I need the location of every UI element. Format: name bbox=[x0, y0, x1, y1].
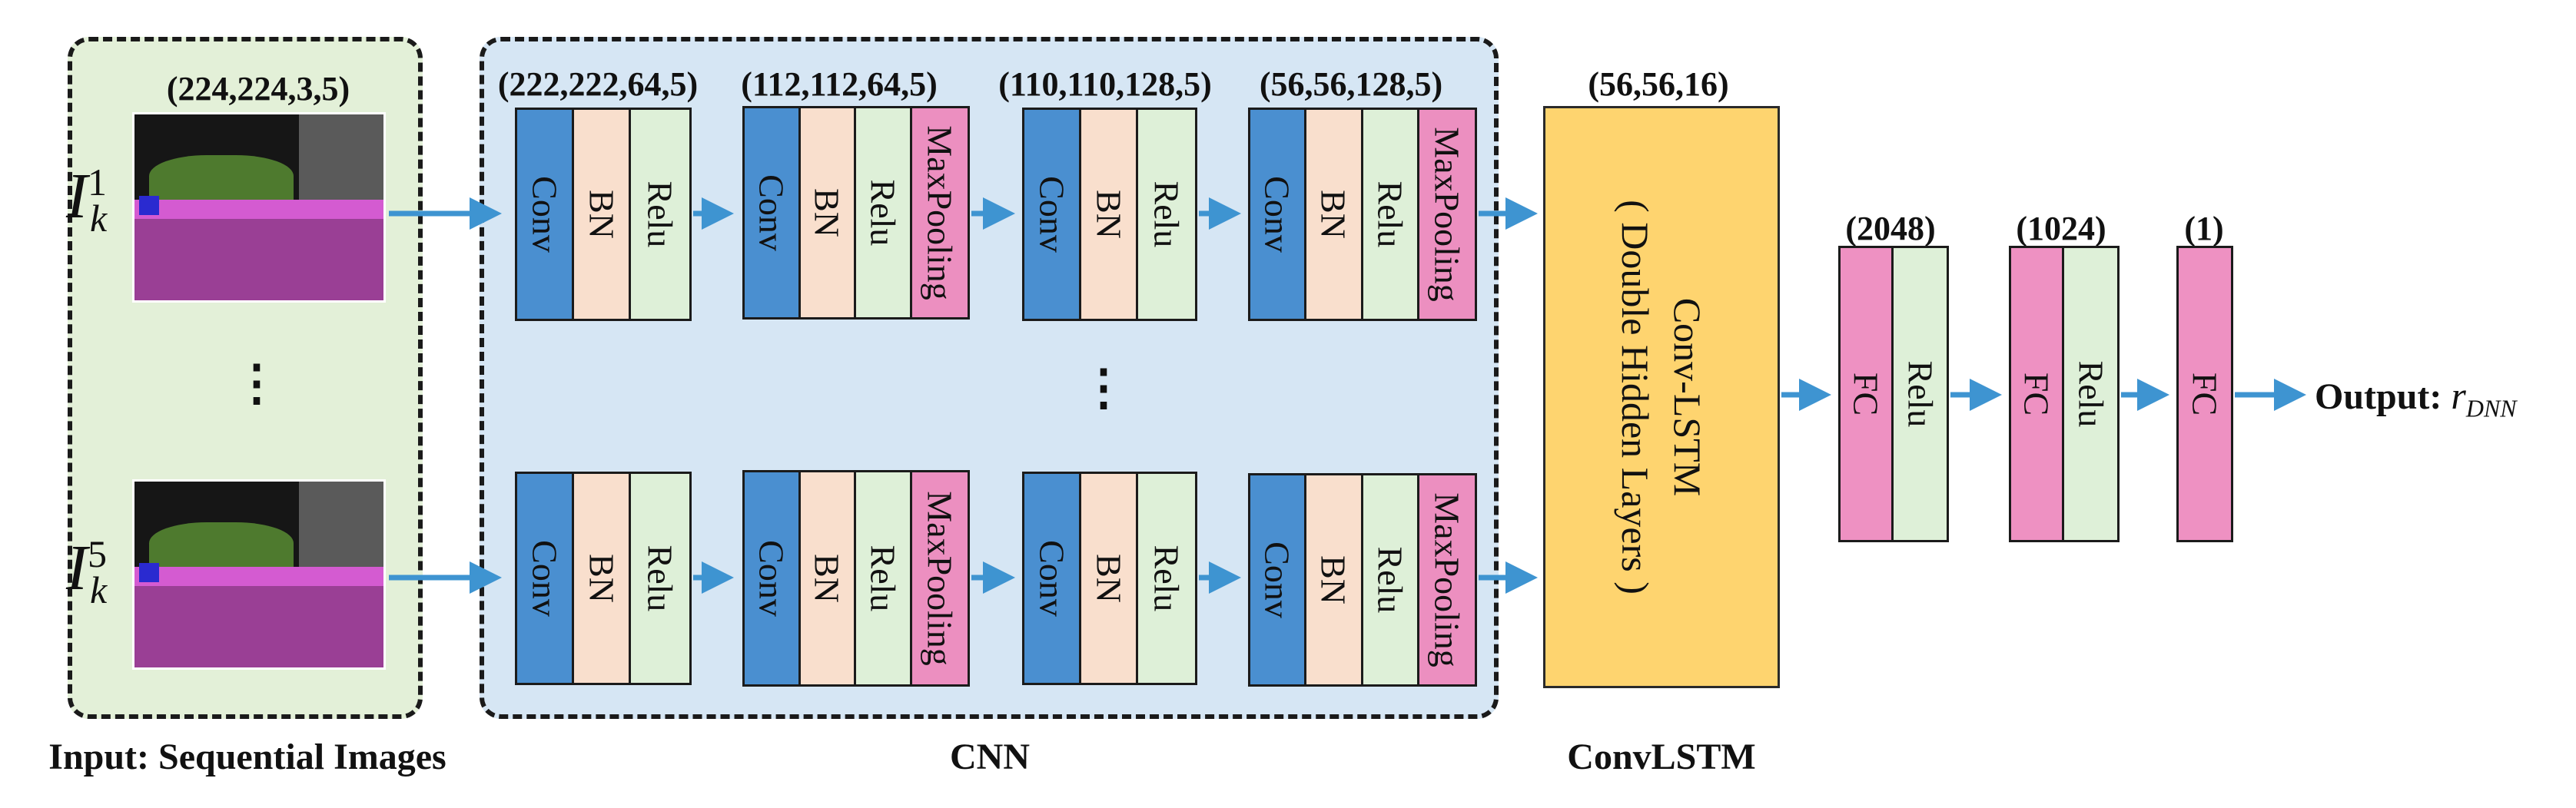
convlstm-block: Conv-LSTM ( Double Hidden Layers ) bbox=[1543, 106, 1780, 688]
output-text: Output: bbox=[2315, 376, 2442, 417]
conv-layer: Conv bbox=[517, 110, 575, 319]
relu-layer: Relu bbox=[2064, 248, 2117, 540]
bn-layer: BN bbox=[1306, 475, 1364, 684]
conv-layer: Conv bbox=[745, 108, 801, 317]
cnn-block-4-bottom: Conv BN Relu MaxPooling bbox=[1248, 473, 1477, 687]
relu-layer: Relu bbox=[1138, 474, 1196, 683]
relu-layer: Relu bbox=[1363, 110, 1419, 319]
relu-layer: Relu bbox=[1138, 110, 1196, 319]
relu-layer: Relu bbox=[856, 108, 912, 317]
cnn-block-3-bottom: Conv BN Relu bbox=[1022, 472, 1197, 685]
maxpooling-layer: MaxPooling bbox=[911, 472, 968, 684]
output-symbol: r bbox=[2451, 374, 2466, 417]
cnn-block-3-shape: (110,110,128,5) bbox=[998, 65, 1212, 103]
output-subscript: DNN bbox=[2465, 394, 2517, 422]
input-image-5 bbox=[132, 479, 386, 670]
relu-layer: Relu bbox=[631, 110, 689, 319]
conv-layer: Conv bbox=[1024, 474, 1082, 683]
maxpooling-layer: MaxPooling bbox=[1419, 475, 1476, 684]
bn-layer: BN bbox=[1081, 110, 1139, 319]
cnn-block-4-top: Conv BN Relu MaxPooling bbox=[1248, 108, 1477, 321]
relu-layer: Relu bbox=[631, 474, 689, 683]
cnn-block-3-top: Conv BN Relu bbox=[1022, 108, 1197, 321]
convlstm-shape: (56,56,16) bbox=[1588, 65, 1729, 103]
input-section-label: Input: Sequential Images bbox=[48, 737, 446, 777]
fc-layer: FC bbox=[2179, 248, 2231, 540]
relu-layer: Relu bbox=[856, 472, 912, 684]
relu-layer: Relu bbox=[1894, 248, 1947, 540]
convlstm-section-label: ConvLSTM bbox=[1567, 737, 1756, 777]
output-label: Output: rDNN bbox=[2315, 373, 2517, 423]
conv-layer: Conv bbox=[1250, 475, 1306, 684]
fc-block-3: FC bbox=[2176, 246, 2233, 542]
cnn-block-2-bottom: Conv BN Relu MaxPooling bbox=[742, 470, 970, 687]
fc-block-3-shape: (1) bbox=[2184, 210, 2224, 247]
maxpooling-layer: MaxPooling bbox=[911, 108, 968, 317]
maxpooling-layer: MaxPooling bbox=[1419, 110, 1476, 319]
input-image-1 bbox=[132, 112, 386, 303]
cnn-block-1-top: Conv BN Relu bbox=[515, 108, 692, 321]
bn-layer: BN bbox=[574, 474, 632, 683]
conv-layer: Conv bbox=[1024, 110, 1082, 319]
bn-layer: BN bbox=[574, 110, 632, 319]
conv-layer: Conv bbox=[1250, 110, 1306, 319]
fc-layer: FC bbox=[2011, 248, 2065, 540]
bn-layer: BN bbox=[1081, 474, 1139, 683]
cnn-block-1-bottom: Conv BN Relu bbox=[515, 472, 692, 685]
fc-block-1-shape: (2048) bbox=[1845, 210, 1936, 247]
conv-layer: Conv bbox=[517, 474, 575, 683]
relu-layer: Relu bbox=[1363, 475, 1419, 684]
bn-layer: BN bbox=[1306, 110, 1364, 319]
cnn-block-2-shape: (112,112,64,5) bbox=[741, 65, 938, 103]
fc-layer: FC bbox=[1841, 248, 1894, 540]
input-shape-label: (224,224,3,5) bbox=[166, 70, 350, 108]
fc-block-2: FC Relu bbox=[2009, 246, 2120, 542]
fc-block-2-shape: (1024) bbox=[2016, 210, 2106, 247]
bn-layer: BN bbox=[800, 108, 857, 317]
fc-block-1: FC Relu bbox=[1838, 246, 1949, 542]
cnn-block-4-shape: (56,56,128,5) bbox=[1259, 65, 1443, 103]
frame-label-1: I1k bbox=[66, 161, 108, 240]
bn-layer: BN bbox=[800, 472, 857, 684]
cnn-block-2-top: Conv BN Relu MaxPooling bbox=[742, 106, 970, 320]
frame-label-5: I5k bbox=[66, 532, 108, 611]
conv-layer: Conv bbox=[745, 472, 801, 684]
cnn-block-1-shape: (222,222,64,5) bbox=[497, 65, 699, 103]
cnn-section-label: CNN bbox=[950, 737, 1030, 777]
